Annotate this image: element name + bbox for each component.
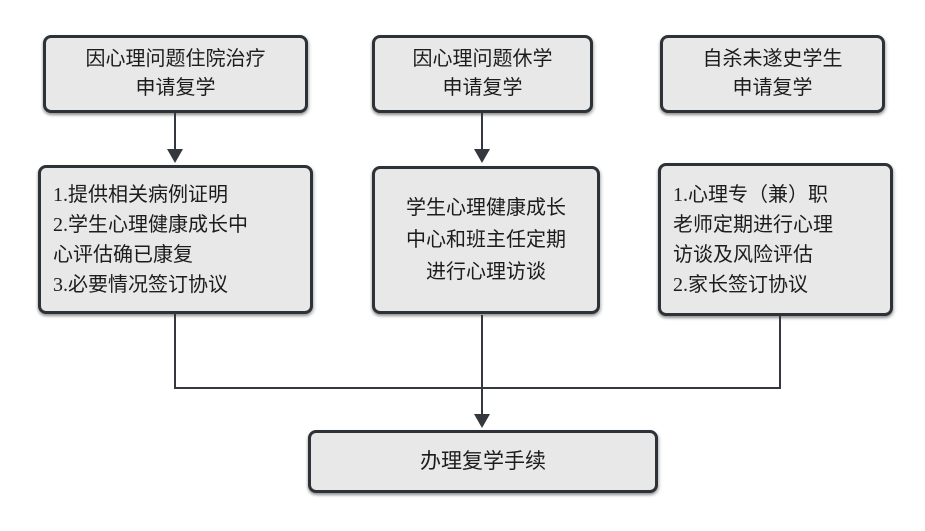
node-top-right-suicide-history: 自杀未遂史学生 申请复学 xyxy=(660,35,885,113)
node-top-left-hospitalized: 因心理问题住院治疗 申请复学 xyxy=(43,35,308,113)
arrow-down-icon xyxy=(474,149,490,163)
node-mid-left-requirements: 1.提供相关病例证明 2.学生心理健康成长中 心评估确已康复 3.必要情况签订协… xyxy=(38,165,313,314)
connector-topmiddle-to-midmiddle-line xyxy=(481,113,483,150)
node-bottom-procedure: 办理复学手续 xyxy=(308,430,658,493)
node-mid-right-requirements: 1.心理专（兼）职 老师定期进行心理 访谈及风险评估 2.家长签订协议 xyxy=(658,163,893,316)
connector-midleft-drop-line xyxy=(174,313,176,389)
connector-topleft-to-midleft-line xyxy=(174,113,176,150)
connector-to-bottom-line xyxy=(481,315,483,415)
connector-merge-horizontal-line xyxy=(174,387,781,389)
connector-midright-drop-line xyxy=(779,316,781,389)
node-top-middle-suspended: 因心理问题休学 申请复学 xyxy=(372,35,593,113)
arrow-down-icon xyxy=(167,149,183,163)
node-mid-middle-requirements: 学生心理健康成长 中心和班主任定期 进行心理访谈 xyxy=(372,166,600,314)
arrow-down-icon xyxy=(474,414,490,428)
